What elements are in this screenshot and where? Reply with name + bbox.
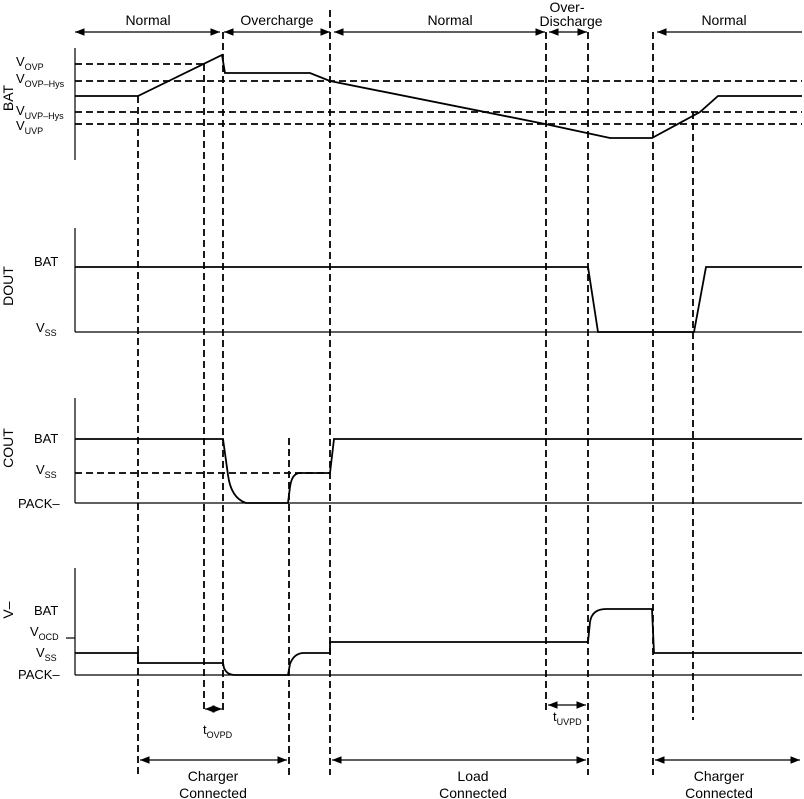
state-normal-2: Normal (427, 12, 472, 28)
state-discharge: Discharge (539, 13, 602, 29)
charger-2-label-line2: Connected (685, 785, 753, 799)
cout-level-pack-minus: PACK– (18, 496, 60, 511)
vminus-level-bat: BAT (34, 603, 58, 618)
bat-waveform (75, 53, 802, 139)
state-normal-1: Normal (125, 12, 170, 28)
cout-axis-title: COUT (0, 428, 16, 468)
vminus-waveform (75, 608, 802, 676)
vminus-level-pack-minus: PACK– (18, 667, 60, 682)
cout-level-vss: VSS (36, 462, 57, 480)
vminus-level-vocd: VOCD (30, 624, 59, 642)
dout-panel: DOUT BAT VSS (0, 228, 802, 338)
charger-2-label-line1: Charger (694, 768, 745, 784)
timing-annotations: tOVPD tUVPD (203, 701, 586, 740)
load-label-line1: Load (457, 768, 488, 784)
bat-level-vovp: VOVP (16, 54, 44, 72)
charger-1-label-line1: Charger (188, 768, 239, 784)
vminus-axis-title: V– (0, 601, 16, 618)
state-header: Normal Overcharge Normal Over- Discharge… (75, 0, 802, 36)
state-normal-3: Normal (701, 12, 746, 28)
footer-spans: Charger Connected Load Connected Charger… (140, 756, 800, 799)
vminus-level-vss: VSS (36, 645, 57, 663)
bat-panel: BAT VOVP VOVP–Hys VUVP–Hys VUVP (0, 48, 802, 160)
dout-waveform (75, 266, 802, 333)
cout-panel: COUT BAT VSS PACK– (0, 398, 802, 511)
bat-level-vovp-hys: VOVP–Hys (16, 71, 65, 89)
vminus-panel: V– BAT VOCD VSS PACK– (0, 568, 802, 682)
state-over: Over- (550, 0, 585, 15)
dout-level-vss: VSS (36, 320, 57, 338)
bat-axis-title: BAT (0, 84, 16, 111)
cout-level-bat: BAT (34, 431, 58, 446)
dout-axis-title: DOUT (0, 266, 16, 306)
t-uvpd-label: tUVPD (553, 709, 582, 727)
event-markers (137, 10, 694, 775)
bat-level-vuvp-hys: VUVP–Hys (16, 103, 64, 121)
state-overcharge: Overcharge (240, 12, 313, 28)
load-label-line2: Connected (439, 785, 507, 799)
dout-level-bat: BAT (34, 254, 58, 269)
bat-level-vuvp: VUVP (16, 118, 43, 136)
charger-1-label-line2: Connected (179, 785, 247, 799)
t-ovpd-label: tOVPD (203, 722, 233, 740)
